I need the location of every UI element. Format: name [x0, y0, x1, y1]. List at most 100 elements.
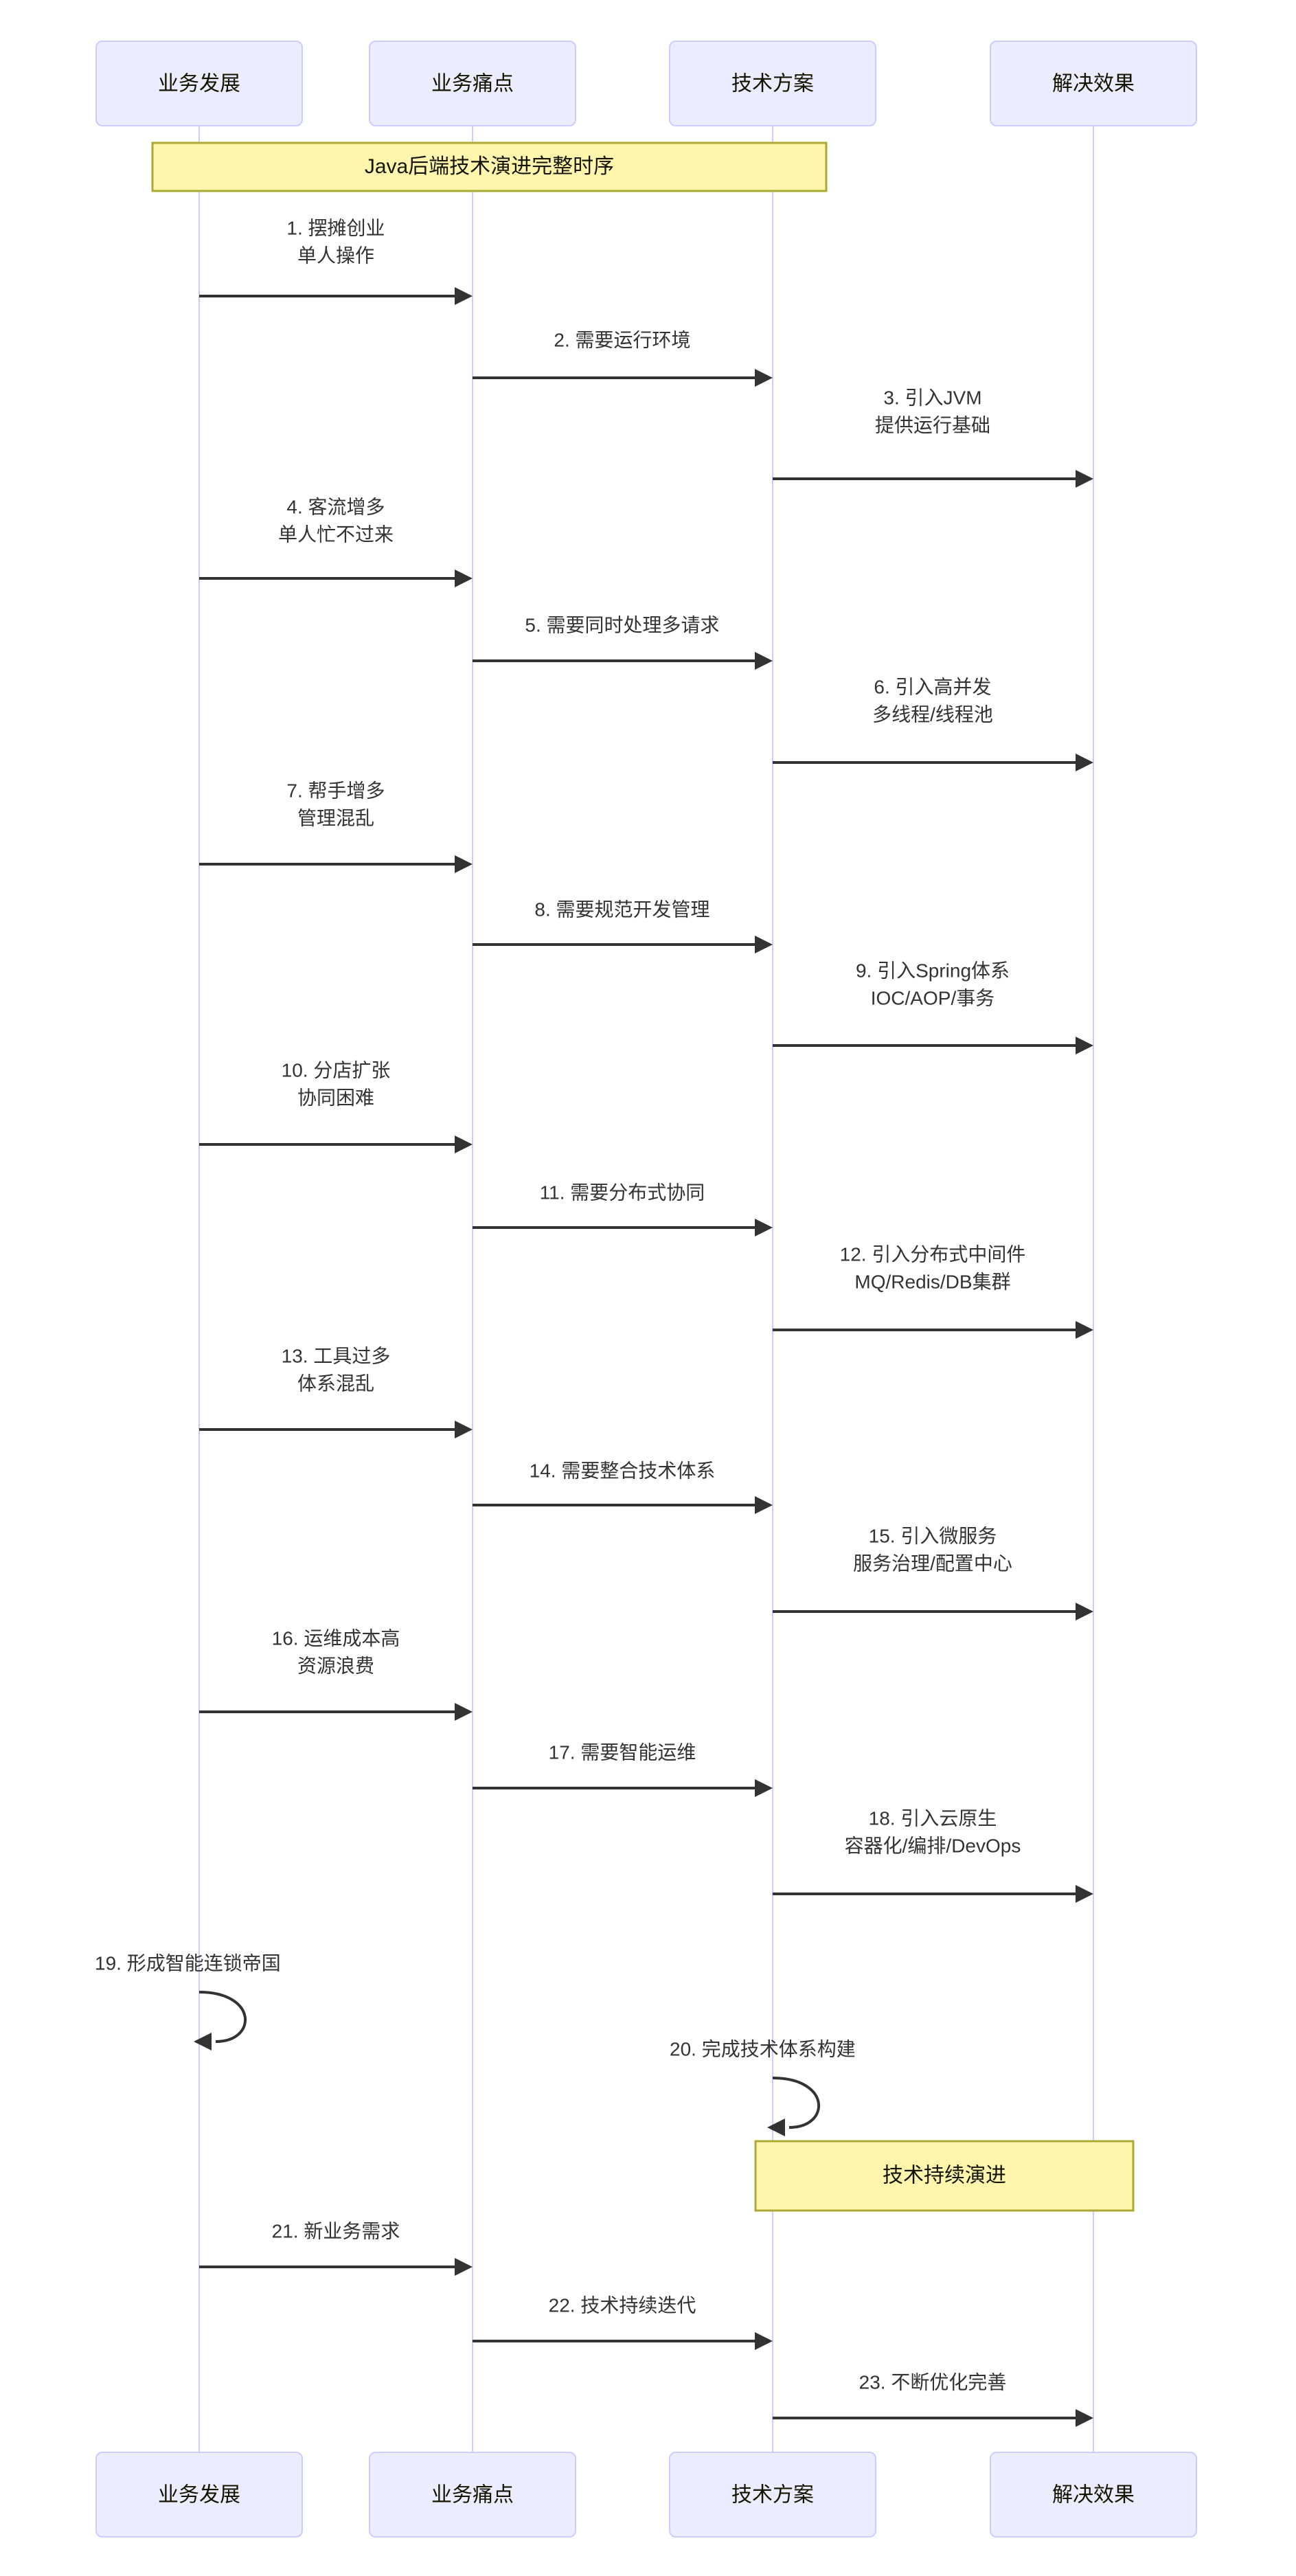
message-5[interactable]: 5. 需要同时处理多请求 — [473, 614, 773, 670]
message-label-14-line-1: 14. 需要整合技术体系 — [530, 1460, 716, 1481]
actor-label-p3-bottom: 技术方案 — [731, 2483, 814, 2506]
actor-box-p3-bottom[interactable] — [669, 2452, 876, 2538]
message-19[interactable]: 19. 形成智能连锁帝国 — [95, 1952, 281, 2050]
message-label-4-line-2: 单人忙不过来 — [278, 523, 394, 545]
message-label-15-line-1: 15. 引入微服务 — [869, 1525, 997, 1546]
actor-box-p1-bottom[interactable] — [95, 2452, 303, 2538]
message-label-22-line-1: 22. 技术持续迭代 — [549, 2294, 696, 2316]
message-label-7-line-1: 7. 帮手增多 — [286, 780, 385, 801]
message-23[interactable]: 23. 不断优化完善 — [773, 2371, 1093, 2427]
message-21[interactable]: 21. 新业务需求 — [199, 2220, 473, 2276]
actor-box-p4-bottom[interactable] — [990, 2452, 1197, 2538]
arrow-head-icon-22 — [755, 2332, 773, 2350]
arrow-head-icon-17 — [755, 1779, 773, 1797]
message-label-9-line-1: 9. 引入Spring体系 — [856, 960, 1010, 981]
message-label-18-line-1: 18. 引入云原生 — [869, 1807, 997, 1829]
message-11[interactable]: 11. 需要分布式协同 — [473, 1182, 773, 1236]
message-label-10-line-2: 协同困难 — [297, 1087, 374, 1108]
message-label-1-line-1: 1. 摆摊创业 — [286, 217, 385, 238]
message-label-8-line-1: 8. 需要规范开发管理 — [534, 899, 709, 920]
actor-label-p1-top: 业务发展 — [158, 72, 240, 95]
arrow-head-icon-5 — [755, 652, 773, 670]
message-8[interactable]: 8. 需要规范开发管理 — [473, 899, 773, 953]
arrow-head-icon-18 — [1076, 1885, 1093, 1903]
message-label-3-line-2: 提供运行基础 — [875, 414, 990, 436]
arrow-head-icon-21 — [455, 2258, 473, 2276]
message-label-1-line-2: 单人操作 — [297, 245, 374, 266]
message-label-23-line-1: 23. 不断优化完善 — [859, 2371, 1007, 2393]
arrow-head-icon-12 — [1076, 1321, 1093, 1339]
arrow-head-icon-2 — [755, 369, 773, 387]
message-selfloop-20 — [772, 2077, 821, 2129]
arrow-head-icon-1 — [455, 287, 473, 305]
actor-box-p2-top[interactable] — [369, 41, 576, 126]
arrow-head-icon-16 — [455, 1703, 473, 1721]
message-selfloop-19 — [198, 1991, 247, 2043]
message-label-2-line-1: 2. 需要运行环境 — [554, 329, 690, 350]
arrow-head-icon-20 — [767, 2119, 785, 2136]
message-label-15-line-2: 服务治理/配置中心 — [853, 1552, 1012, 1574]
message-label-13-line-2: 体系混乱 — [297, 1372, 374, 1394]
message-label-7-line-2: 管理混乱 — [297, 807, 374, 828]
arrow-head-icon-13 — [455, 1421, 473, 1438]
actor-label-p1-bottom: 业务发展 — [158, 2483, 240, 2506]
arrow-head-icon-23 — [1076, 2409, 1093, 2427]
message-2[interactable]: 2. 需要运行环境 — [473, 329, 773, 387]
message-label-5-line-1: 5. 需要同时处理多请求 — [525, 614, 719, 635]
message-20[interactable]: 20. 完成技术体系构建 — [670, 2038, 856, 2136]
message-label-9-line-2: IOC/AOP/事务 — [871, 987, 994, 1008]
arrow-head-icon-8 — [755, 936, 773, 953]
message-label-16-line-2: 资源浪费 — [297, 1655, 374, 1676]
message-label-12-line-2: MQ/Redis/DB集群 — [854, 1271, 1010, 1292]
actor-box-p4-top[interactable] — [990, 41, 1197, 126]
note-label-note1: Java后端技术演进完整时序 — [365, 155, 614, 178]
arrow-head-icon-19 — [194, 2033, 212, 2050]
actor-box-p1-top[interactable] — [95, 41, 303, 126]
note-box-note2 — [754, 2140, 1135, 2212]
message-label-11-line-1: 11. 需要分布式协同 — [540, 1182, 705, 1203]
note-label-note2: 技术持续演进 — [883, 2164, 1006, 2187]
actor-label-p4-top: 解决效果 — [1052, 72, 1135, 95]
arrow-head-icon-4 — [455, 569, 473, 587]
arrow-head-icon-6 — [1076, 754, 1093, 771]
message-label-21-line-1: 21. 新业务需求 — [272, 2220, 400, 2241]
actor-label-p2-bottom: 业务痛点 — [431, 2483, 514, 2506]
message-label-13-line-1: 13. 工具过多 — [282, 1345, 391, 1366]
message-label-16-line-1: 16. 运维成本高 — [272, 1627, 400, 1649]
message-17[interactable]: 17. 需要智能运维 — [473, 1741, 773, 1797]
message-label-6-line-1: 6. 引入高并发 — [874, 676, 991, 697]
arrow-head-icon-11 — [755, 1219, 773, 1236]
actor-label-p2-top: 业务痛点 — [431, 72, 514, 95]
actor-label-p3-top: 技术方案 — [731, 72, 814, 95]
message-label-6-line-2: 多线程/线程池 — [872, 703, 993, 725]
message-label-4-line-1: 4. 客流增多 — [286, 496, 385, 517]
note-box-note1 — [151, 142, 828, 192]
message-14[interactable]: 14. 需要整合技术体系 — [473, 1460, 773, 1514]
message-9[interactable]: 9. 引入Spring体系 IOC/AOP/事务 — [773, 960, 1093, 1054]
message-label-19-line-1: 19. 形成智能连锁帝国 — [95, 1952, 281, 1974]
actor-box-p2-bottom[interactable] — [369, 2452, 576, 2538]
message-label-20-line-1: 20. 完成技术体系构建 — [670, 2038, 856, 2059]
arrow-head-icon-7 — [455, 855, 473, 873]
actors-top-group: 业务发展 业务痛点 技术方案 解决效果 — [95, 41, 1197, 126]
message-22[interactable]: 22. 技术持续迭代 — [473, 2294, 773, 2350]
arrow-head-icon-14 — [755, 1496, 773, 1514]
message-label-18-line-2: 容器化/编排/DevOps — [845, 1835, 1021, 1856]
actor-box-p3-top[interactable] — [669, 41, 876, 126]
actors-bottom-group: 业务发展业务痛点技术方案解决效果 — [95, 2452, 1197, 2538]
